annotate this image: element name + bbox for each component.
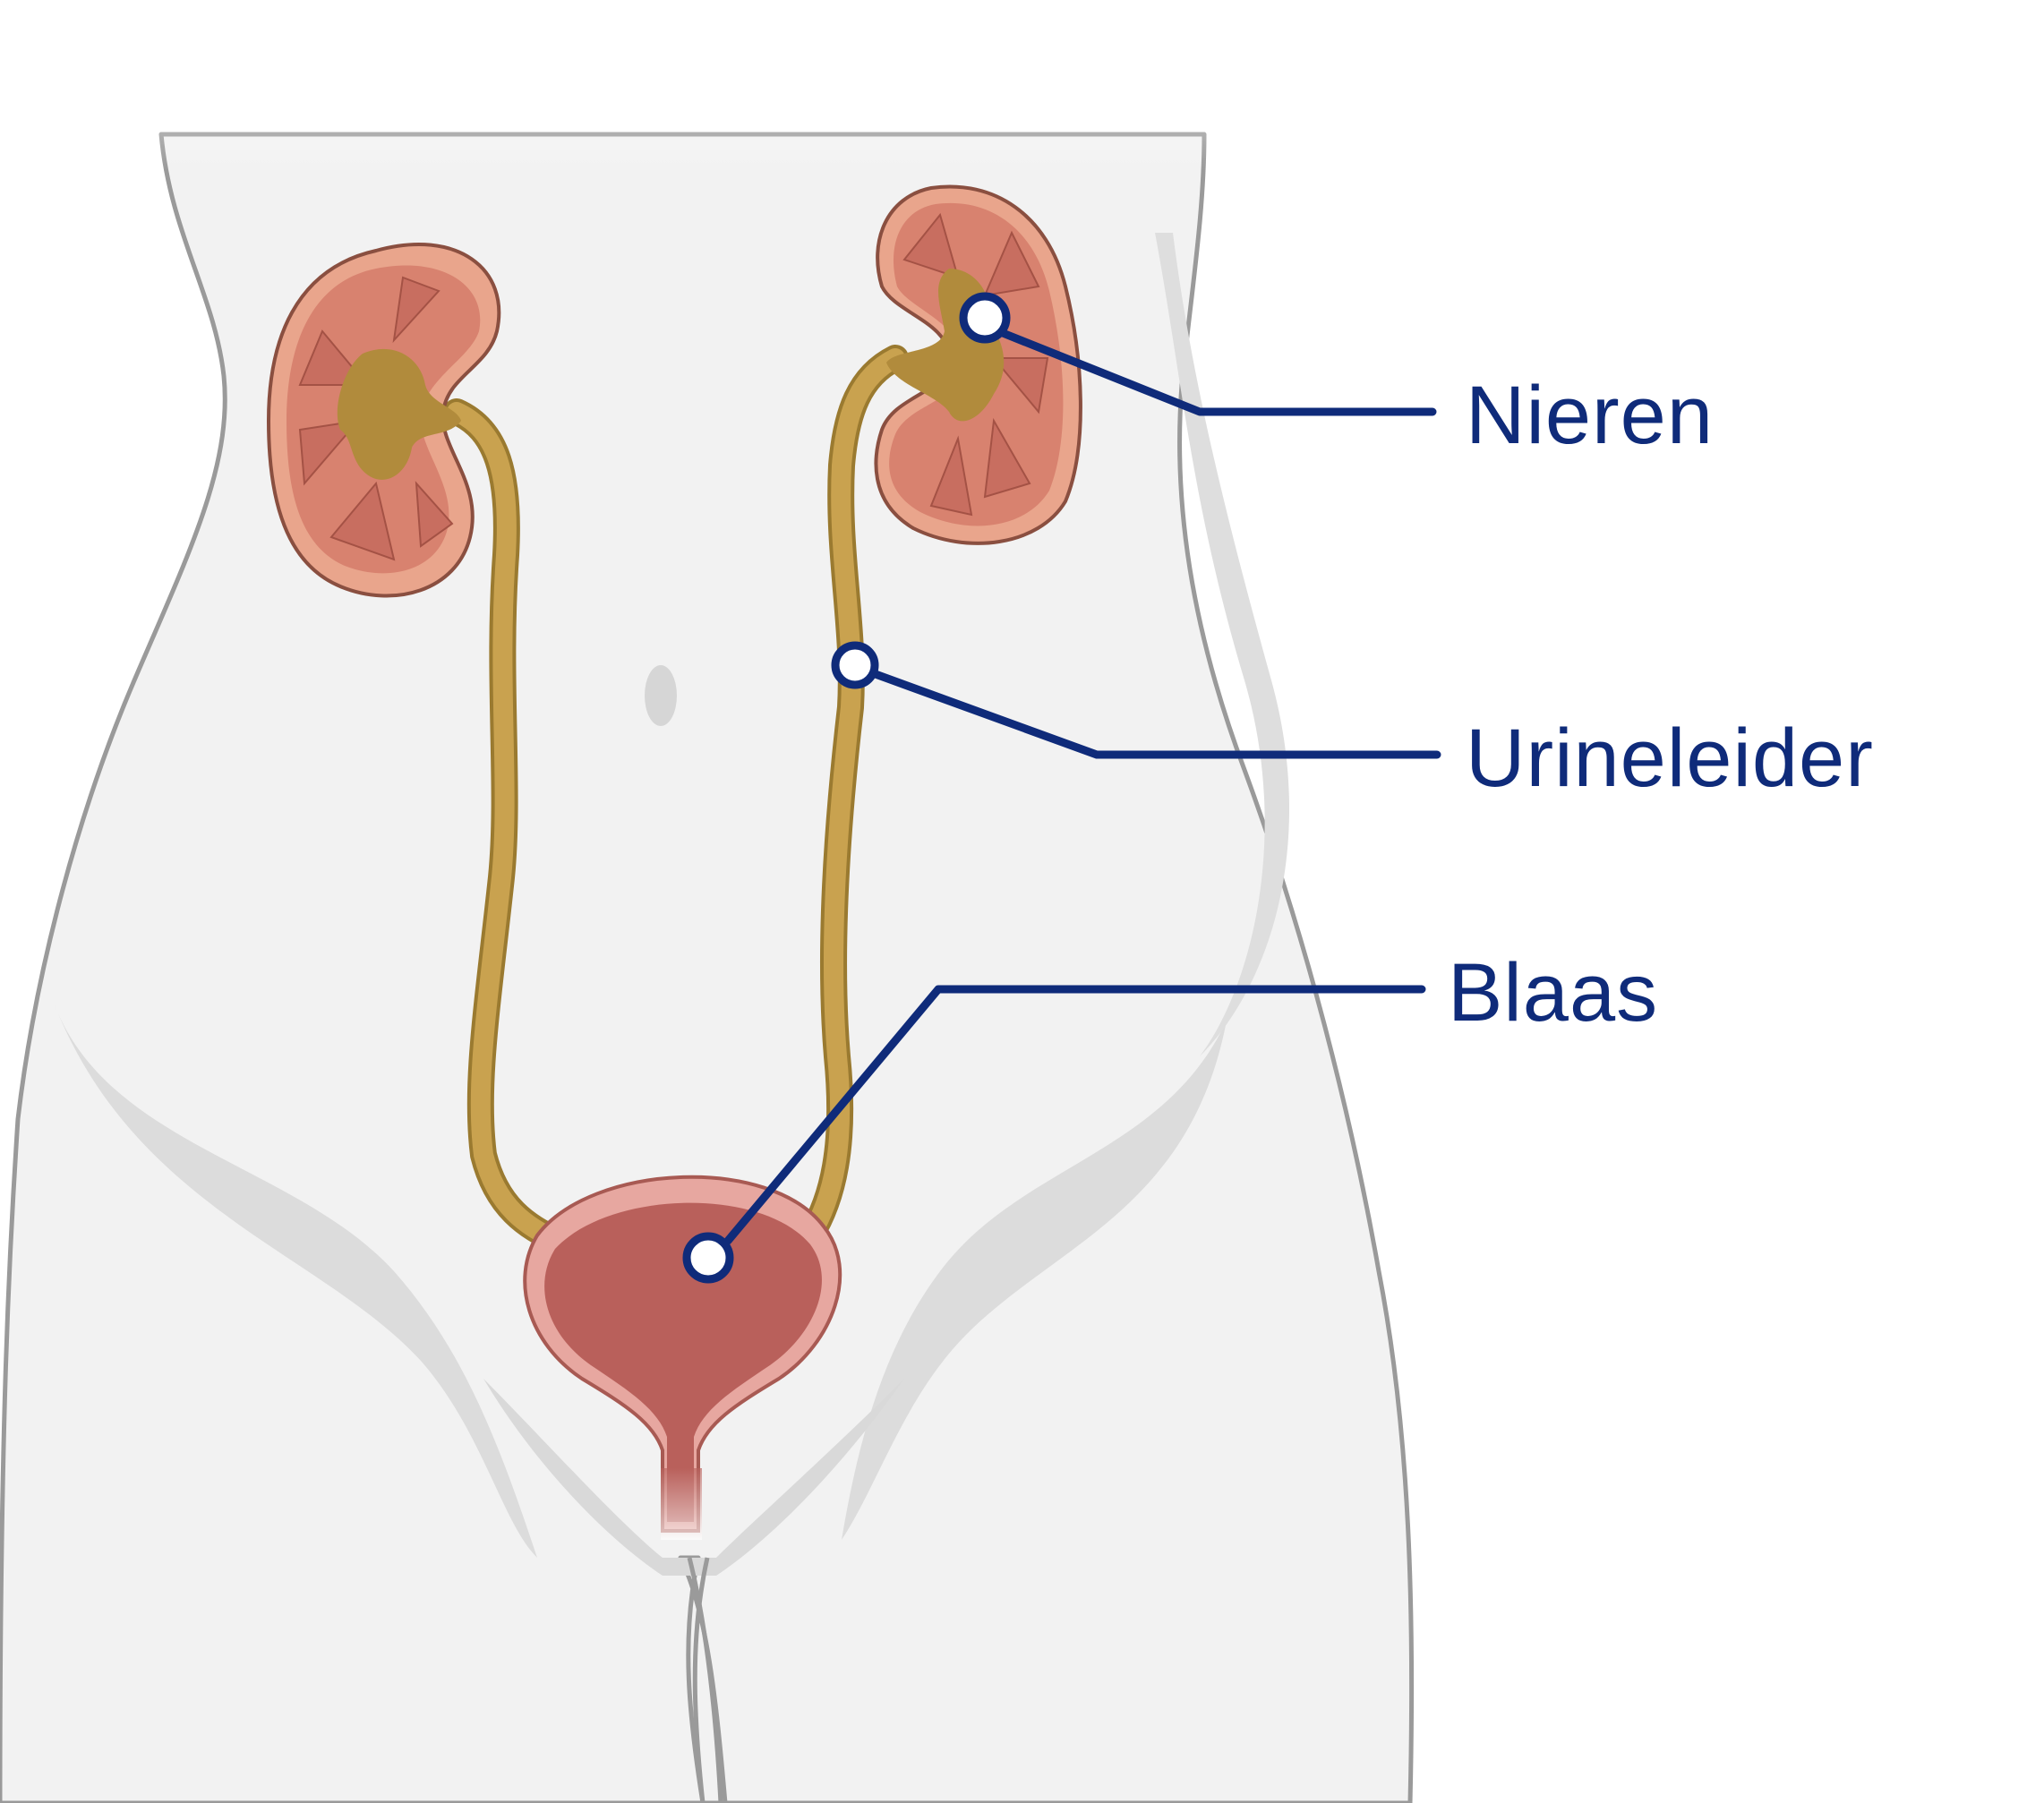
- right-thigh-shadow: [842, 1021, 1227, 1540]
- bladder: [523, 1175, 842, 1540]
- left-thigh-shadow: [54, 1003, 537, 1558]
- right-kidney-pyramids: [902, 212, 1049, 517]
- left-ureter-fill: [447, 402, 565, 1250]
- label-bladder: Blaas: [1448, 947, 1658, 1038]
- navel: [645, 665, 677, 726]
- bladder-leader-line: [723, 985, 1426, 1245]
- kidneys-leader-line: [998, 329, 1437, 416]
- left-renal-pelvis: [337, 348, 461, 480]
- crotch-shadow: [483, 1379, 904, 1576]
- callout-markers: [682, 292, 1011, 1284]
- right-leg-divider: [692, 1557, 710, 1803]
- bladder-lumen: [544, 1202, 822, 1522]
- ureter-leader-line: [868, 669, 1441, 759]
- callouts: [723, 329, 1441, 1245]
- bladder-marker: [682, 1232, 734, 1284]
- ureters: [443, 345, 909, 1253]
- top-fade: [0, 0, 2044, 170]
- label-ureter: Urineleider: [1466, 713, 1874, 804]
- urethra-fade: [661, 1468, 702, 1540]
- right-ureter-fill: [800, 348, 905, 1245]
- left-kidney: [266, 243, 501, 598]
- ureter-marker: [831, 641, 879, 689]
- torso: [0, 132, 1415, 1803]
- left-leg-divider: [687, 1557, 723, 1803]
- kidneys-marker: [959, 292, 1011, 344]
- label-kidneys: Nieren: [1466, 370, 1714, 461]
